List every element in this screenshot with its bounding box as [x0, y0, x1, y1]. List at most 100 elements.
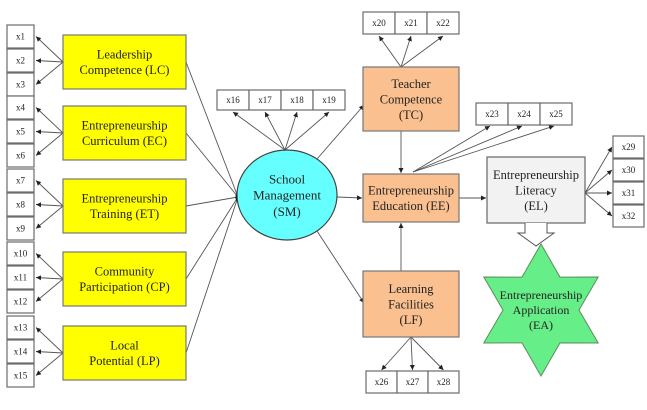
construct-ea — [482, 242, 600, 378]
loading-x15 — [35, 352, 64, 376]
indicator-label: x30 — [622, 165, 636, 175]
construct-lp-label: Local — [110, 339, 139, 353]
indicator-label: x20 — [372, 18, 386, 28]
construct-ea-label: Entrepreneurship — [500, 288, 583, 302]
indicator-label: x12 — [14, 297, 28, 307]
indicator-box — [612, 158, 645, 182]
loading-x7 — [35, 180, 64, 207]
construct-lp — [62, 325, 187, 381]
indicator-box — [6, 315, 35, 340]
indicator-box — [6, 24, 35, 49]
indicator-label: x9 — [16, 224, 26, 234]
indicator-label: x3 — [16, 80, 26, 90]
indicator-x5: x5 — [6, 119, 35, 144]
indicator-label: x15 — [14, 371, 28, 381]
indicator-box — [6, 216, 35, 241]
indicator-label: x25 — [549, 109, 563, 119]
loading-x28 — [410, 336, 444, 371]
loading-x25 — [412, 125, 555, 173]
indicator-x18: x18 — [280, 89, 314, 111]
construct-tc-label: Teacher — [391, 77, 431, 91]
path-ec-sm — [185, 132, 239, 198]
construct-sm-label: Management — [253, 188, 321, 203]
loading-x29 — [584, 146, 613, 194]
construct-cp-label: Participation (CP) — [79, 280, 170, 294]
construct-sm — [236, 149, 338, 241]
loading-x17 — [264, 111, 286, 151]
indicator-box — [6, 265, 35, 290]
indicator-label: x1 — [16, 32, 25, 42]
indicator-label: x26 — [375, 377, 389, 387]
indicator-x21: x21 — [394, 11, 428, 35]
indicator-x10: x10 — [6, 241, 35, 266]
indicator-label: x2 — [16, 56, 25, 66]
construct-lf — [362, 270, 460, 338]
construct-lc-label: Competence (LC) — [80, 63, 170, 77]
construct-ee — [362, 173, 460, 223]
construct-ec-label: Entrepreneurship — [81, 119, 167, 133]
construct-tc — [362, 66, 460, 132]
indicator-label: x18 — [290, 95, 304, 105]
construct-lp-label: Potential (LP) — [89, 354, 159, 368]
path-sm-lf — [316, 230, 365, 304]
loading-x30 — [584, 169, 613, 194]
indicator-x11: x11 — [6, 265, 35, 290]
construct-ee-label: Entrepreneurship — [368, 184, 454, 198]
loading-x13 — [35, 327, 64, 354]
loading-x4 — [35, 107, 64, 134]
indicator-x30: x30 — [612, 158, 645, 182]
indicator-label: x7 — [16, 176, 26, 186]
indicator-box — [6, 339, 35, 364]
indicator-label: x17 — [258, 95, 272, 105]
path-sm-tc — [316, 104, 365, 160]
loading-x6 — [35, 132, 64, 156]
construct-ea-label: Application — [513, 303, 570, 317]
loading-x12 — [35, 278, 64, 302]
indicator-label: x14 — [14, 347, 28, 357]
loading-x10 — [35, 253, 64, 280]
indicator-label: x6 — [16, 151, 26, 161]
indicator-box — [6, 289, 35, 314]
construct-lf-label: Facilities — [388, 297, 434, 311]
indicator-x23: x23 — [475, 102, 509, 126]
construct-lc-label: Leadership — [97, 48, 153, 62]
construct-ee-label: Education (EE) — [372, 199, 449, 213]
indicator-box — [612, 135, 645, 159]
indicator-label: x21 — [404, 18, 418, 28]
indicator-label: x22 — [436, 18, 450, 28]
indicator-box — [6, 363, 35, 388]
indicator-x17: x17 — [248, 89, 282, 111]
indicator-x2: x2 — [6, 48, 35, 73]
indicator-x9: x9 — [6, 216, 35, 241]
construct-el-label: (EL) — [524, 199, 548, 213]
indicator-box — [612, 204, 645, 228]
indicator-x22: x22 — [426, 11, 460, 35]
indicator-box — [426, 11, 460, 35]
indicator-label: x19 — [322, 95, 336, 105]
construct-et-label: Entrepreneurship — [81, 192, 167, 206]
indicator-label: x8 — [16, 200, 26, 210]
construct-sm-label: (SM) — [273, 204, 300, 219]
indicator-label: x27 — [406, 377, 420, 387]
construct-lc — [62, 34, 187, 90]
edges-layer — [35, 35, 613, 376]
indicator-x13: x13 — [6, 315, 35, 340]
construct-ec-label: Curriculum (EC) — [82, 134, 167, 148]
path-sm-ee — [336, 195, 363, 201]
indicator-x8: x8 — [6, 192, 35, 217]
indicator-label: x24 — [517, 109, 531, 119]
loading-x14 — [35, 349, 64, 355]
construct-et — [62, 178, 187, 234]
construct-ea-label: (EA) — [529, 318, 553, 332]
indicator-x1: x1 — [6, 24, 35, 49]
indicator-x15: x15 — [6, 363, 35, 388]
indicator-box — [6, 95, 35, 120]
indicator-x19: x19 — [312, 89, 346, 111]
indicator-x6: x6 — [6, 143, 35, 168]
indicator-x29: x29 — [612, 135, 645, 159]
indicator-x3: x3 — [6, 72, 35, 97]
loading-x27 — [409, 336, 415, 371]
indicator-label: x5 — [16, 127, 26, 137]
